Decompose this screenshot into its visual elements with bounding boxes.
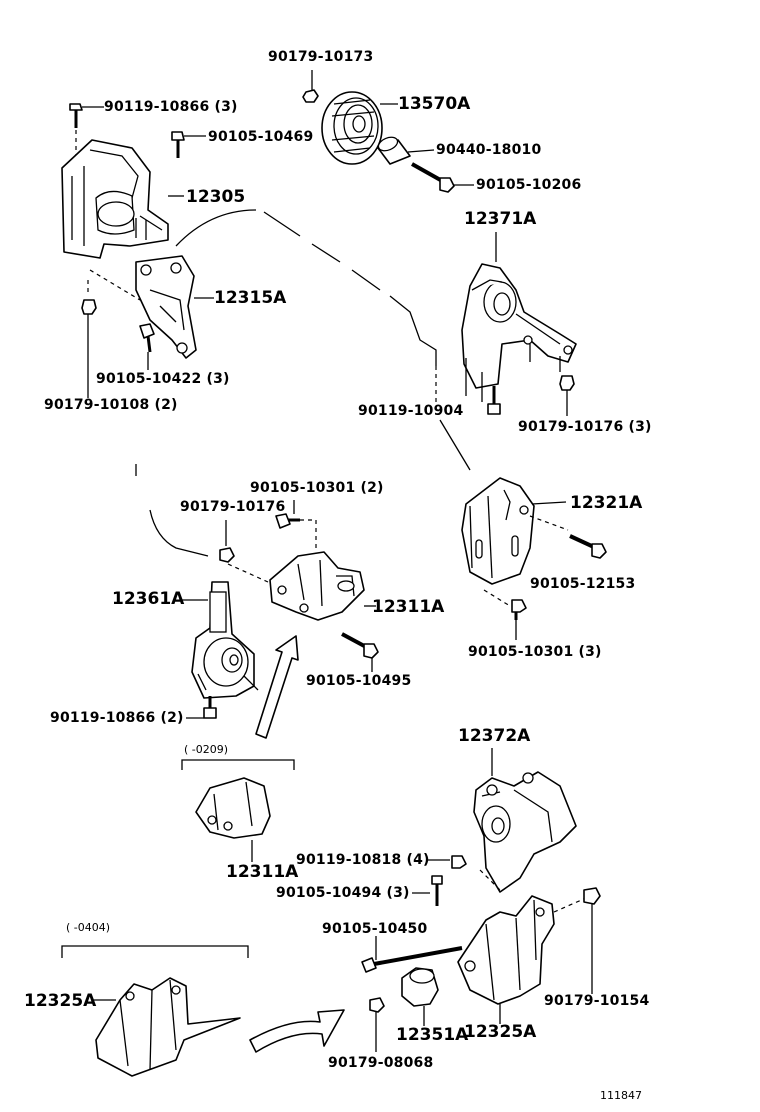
label-12351A: 12351A: [396, 1025, 469, 1045]
label-90105-10422-3: 90105-10422 (3): [96, 371, 230, 387]
bracket-12311A: [269, 551, 365, 621]
label-90119-10866-3: 90119-10866 (3): [104, 99, 238, 115]
direction-arrow: [255, 635, 299, 739]
bottom-arrow: [249, 1009, 345, 1053]
bolt-90119-10866-m: [203, 696, 217, 719]
nut-90179-10176: [559, 375, 575, 391]
label-90179-08068: 90179-08068: [328, 1055, 434, 1071]
label-90179-10176-3: 90179-10176 (3): [518, 419, 652, 435]
bracket-12325A-old: [95, 977, 241, 1077]
collar-90440-18010: [377, 136, 411, 165]
nut-90179-10176-c: [219, 547, 235, 563]
engine-mount-12305: [61, 139, 169, 259]
label-90119-10866-2: 90119-10866 (2): [50, 710, 184, 726]
label-90105-10301-2: 90105-10301 (2): [250, 480, 384, 496]
label-90105-10495: 90105-10495: [306, 673, 412, 689]
label-90179-10108-2: 90179-10108 (2): [44, 397, 178, 413]
label-range-0404: ( -0404): [66, 921, 111, 934]
label-90105-10206: 90105-10206: [476, 177, 582, 193]
bolt-90105-10301-r: [511, 599, 527, 620]
bolt-90119-10866: [69, 103, 83, 128]
bolt-90105-10469: [171, 131, 185, 158]
label-90119-10818-4: 90119-10818 (4): [296, 852, 430, 868]
range-bracket-0209: [181, 759, 295, 770]
label-12321A: 12321A: [570, 493, 643, 513]
bushing-12351A: [401, 967, 439, 1007]
label-12305: 12305: [186, 187, 246, 207]
bracket-12311A-old: [195, 777, 271, 839]
nut-90179-10173: [302, 89, 319, 103]
bolt-90105-10450: [361, 946, 463, 973]
mount-12372A: [473, 771, 577, 893]
figure-number: 111847: [600, 1089, 642, 1102]
label-90105-10450: 90105-10450: [322, 921, 428, 937]
label-90179-10173: 90179-10173: [268, 49, 374, 65]
label-90105-10301-3: 90105-10301 (3): [468, 644, 602, 660]
nut-90179-10108: [81, 299, 97, 315]
mount-12361A: [191, 581, 259, 699]
bracket-12325A: [457, 895, 555, 1005]
bolt-90105-10494: [431, 875, 443, 906]
label-12371A: 12371A: [464, 209, 537, 229]
label-90105-10494-3: 90105-10494 (3): [276, 885, 410, 901]
label-90440-18010: 90440-18010: [436, 142, 542, 158]
label-12361A: 12361A: [112, 589, 185, 609]
label-12372A: 12372A: [458, 726, 531, 746]
label-12315A: 12315A: [214, 288, 287, 308]
label-90179-10154: 90179-10154: [544, 993, 650, 1009]
label-90179-10176: 90179-10176: [180, 499, 286, 515]
bolt-90105-10495: [341, 632, 379, 659]
nut-90179-08068: [369, 997, 385, 1013]
label-13570A: 13570A: [398, 94, 471, 114]
pulley-13570A: [321, 91, 383, 165]
label-12311A-top: 12311A: [372, 597, 445, 617]
label-12311A-bottom: 12311A: [226, 862, 299, 882]
bolt-90105-10422: [139, 323, 155, 353]
label-12325A-left: 12325A: [24, 991, 97, 1011]
bracket-12315A: [135, 255, 197, 359]
label-90105-12153: 90105-12153: [530, 576, 636, 592]
bracket-12321A: [461, 477, 535, 585]
label-90105-10469: 90105-10469: [208, 129, 314, 145]
nut-90179-10154: [583, 887, 601, 905]
bolt-90105-12153: [569, 534, 607, 559]
bolt-90105-10206: [411, 162, 455, 193]
range-bracket-0404: [61, 945, 249, 958]
mount-12371A: [461, 263, 577, 402]
nut-90119-10818: [451, 855, 467, 869]
label-range-0209: ( -0209): [184, 743, 229, 756]
bolt-90105-10301-c: [275, 513, 300, 529]
bolt-90119-10904: [487, 386, 501, 415]
label-12325A-right: 12325A: [464, 1022, 537, 1042]
label-90119-10904: 90119-10904: [358, 403, 464, 419]
